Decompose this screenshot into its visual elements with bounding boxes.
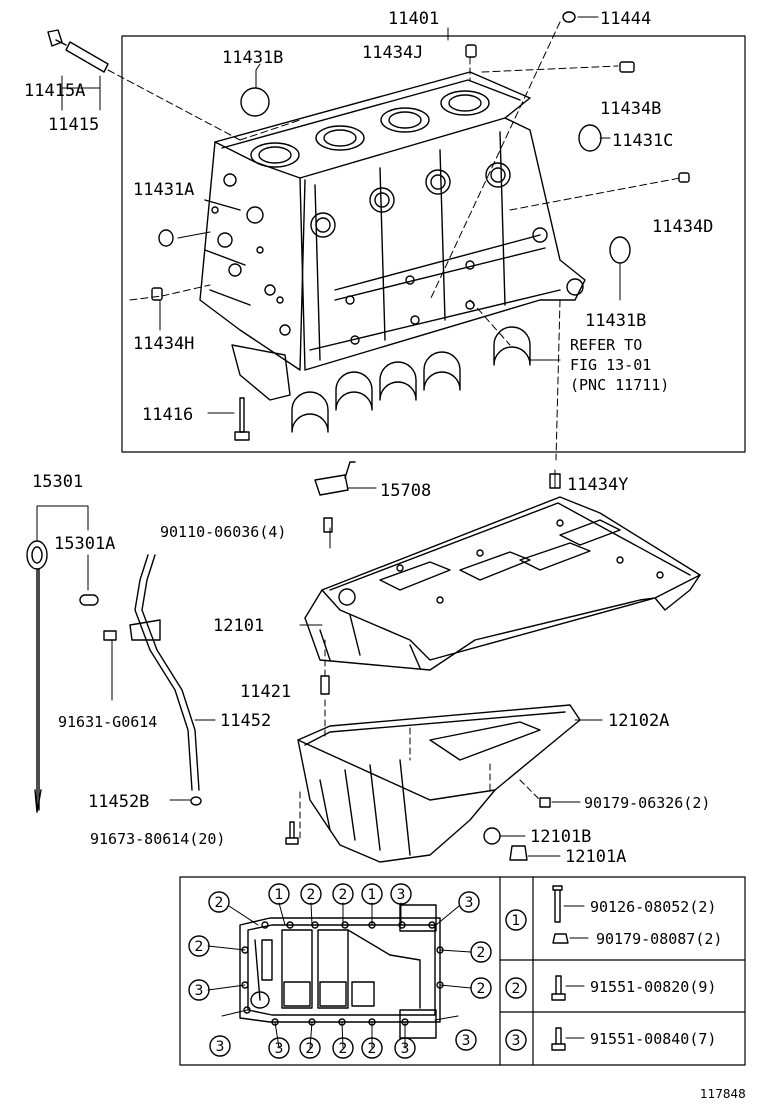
- callout-bottom-1: 2: [306, 1041, 315, 1057]
- label-91673-80614: 91673-80614(20): [90, 830, 225, 848]
- callout-left-0: 2: [195, 939, 204, 955]
- label-91631-g0614: 91631-G0614: [58, 713, 157, 731]
- callout-top-0: 2: [215, 895, 224, 911]
- label-12101b: 12101B: [530, 827, 591, 847]
- legend-leader-lines: [563, 905, 589, 1039]
- label-11401: 11401: [388, 9, 439, 29]
- dipstick-gasket-drawing: [79, 594, 99, 606]
- label-11434d: 11434D: [652, 217, 713, 237]
- callout-top-5: 3: [397, 887, 406, 903]
- callout-right-0: 2: [477, 945, 486, 961]
- legend-key-3: 3: [512, 1033, 521, 1049]
- label-11452: 11452: [220, 711, 271, 731]
- legend-part-91551-00840: 91551-00840(7): [590, 1030, 716, 1048]
- label-12102a: 12102A: [608, 711, 669, 731]
- nut-90179-drawing: [539, 797, 551, 808]
- bolt-90110-drawing: [323, 517, 333, 533]
- dipstick-drawing: [26, 540, 48, 813]
- detail-callout-numbers: 2 1 2 2 1 3 3 2 3 3 2 2 3 3 2 2 2 3 1 2 …: [195, 887, 521, 1057]
- label-refer-line3: (PNC 11711): [570, 376, 669, 394]
- callout-top-1: 1: [275, 887, 284, 903]
- label-refer-line1: REFER TO: [570, 336, 642, 354]
- callout-top-2: 2: [307, 887, 316, 903]
- oil-pan-top-view: [239, 904, 444, 1039]
- label-11452b: 11452B: [88, 792, 149, 812]
- upper-leader-lines: [61, 16, 681, 461]
- label-11434h: 11434H: [133, 334, 194, 354]
- callout-right-2: 3: [462, 1033, 471, 1049]
- bolt-91673-drawing: [285, 821, 299, 845]
- block-small-parts: [47, 11, 690, 441]
- callout-left-1: 3: [195, 983, 204, 999]
- label-12101a: 12101A: [565, 847, 626, 867]
- bolt-location-detail-frame: [179, 876, 746, 1066]
- callout-left-2: 3: [216, 1039, 225, 1055]
- detail-callout-circles: [188, 883, 527, 1059]
- legend-part-numbers: 90126-08052(2) 90179-08087(2) 91551-0082…: [590, 898, 722, 1048]
- label-15708: 15708: [380, 481, 431, 501]
- label-11444: 11444: [600, 9, 651, 29]
- label-refer-line2: FIG 13-01: [570, 356, 651, 374]
- callout-top-4: 1: [368, 887, 377, 903]
- label-11421: 11421: [240, 682, 291, 702]
- label-11434y: 11434Y: [567, 475, 628, 495]
- main-bearing-shells: [291, 326, 531, 433]
- callout-top-3: 2: [339, 887, 348, 903]
- label-11416: 11416: [142, 405, 193, 425]
- legend-key-2: 2: [512, 981, 521, 997]
- label-11431b-top: 11431B: [222, 48, 283, 68]
- part-number-labels: 11401 11444 11431B 11434J 11415A 11415 1…: [24, 9, 713, 867]
- figure-number: 117848: [700, 1087, 746, 1101]
- label-11434b: 11434B: [600, 99, 661, 119]
- legend-key-1: 1: [512, 913, 521, 929]
- label-11431c: 11431C: [612, 131, 673, 151]
- cylinder-block-drawing: [199, 71, 586, 401]
- label-15301a: 15301A: [54, 534, 115, 554]
- legend-bolt-drawings: [551, 885, 569, 1051]
- label-90110-06036: 90110-06036(4): [160, 523, 286, 541]
- legend-part-91551-00820: 91551-00820(9): [590, 978, 716, 996]
- label-11415a: 11415A: [24, 81, 85, 101]
- callout-top-6: 3: [465, 895, 474, 911]
- gasket-12101b-drawing: [483, 827, 501, 845]
- cylinder-block-frame: [121, 35, 746, 453]
- callout-bottom-3: 2: [368, 1041, 377, 1057]
- label-11434j: 11434J: [362, 43, 423, 63]
- label-11415: 11415: [48, 115, 99, 135]
- legend-part-90126-08052: 90126-08052(2): [590, 898, 716, 916]
- label-11431a: 11431A: [133, 180, 194, 200]
- drain-plug-12101a-drawing: [509, 845, 528, 861]
- lower-leader-lines: [36, 469, 603, 857]
- label-12101: 12101: [213, 616, 264, 636]
- oil-pan-no1-drawing: [304, 496, 701, 671]
- bracket-drawing: [314, 474, 349, 496]
- label-90179-06326: 90179-06326(2): [584, 794, 710, 812]
- callout-bottom-0: 3: [275, 1041, 284, 1057]
- legend-part-90179-08087: 90179-08087(2): [596, 930, 722, 948]
- detail-leader-lines: [207, 902, 472, 1049]
- dipstick-guide-drawing: [103, 554, 202, 806]
- callout-right-1: 2: [477, 981, 486, 997]
- callout-bottom-4: 3: [401, 1041, 410, 1057]
- pin-11421-drawing: [320, 675, 330, 695]
- label-11431b-right: 11431B: [585, 311, 646, 331]
- label-15301: 15301: [32, 472, 83, 492]
- bracket-tab: [344, 461, 356, 479]
- callout-bottom-2: 2: [339, 1041, 348, 1057]
